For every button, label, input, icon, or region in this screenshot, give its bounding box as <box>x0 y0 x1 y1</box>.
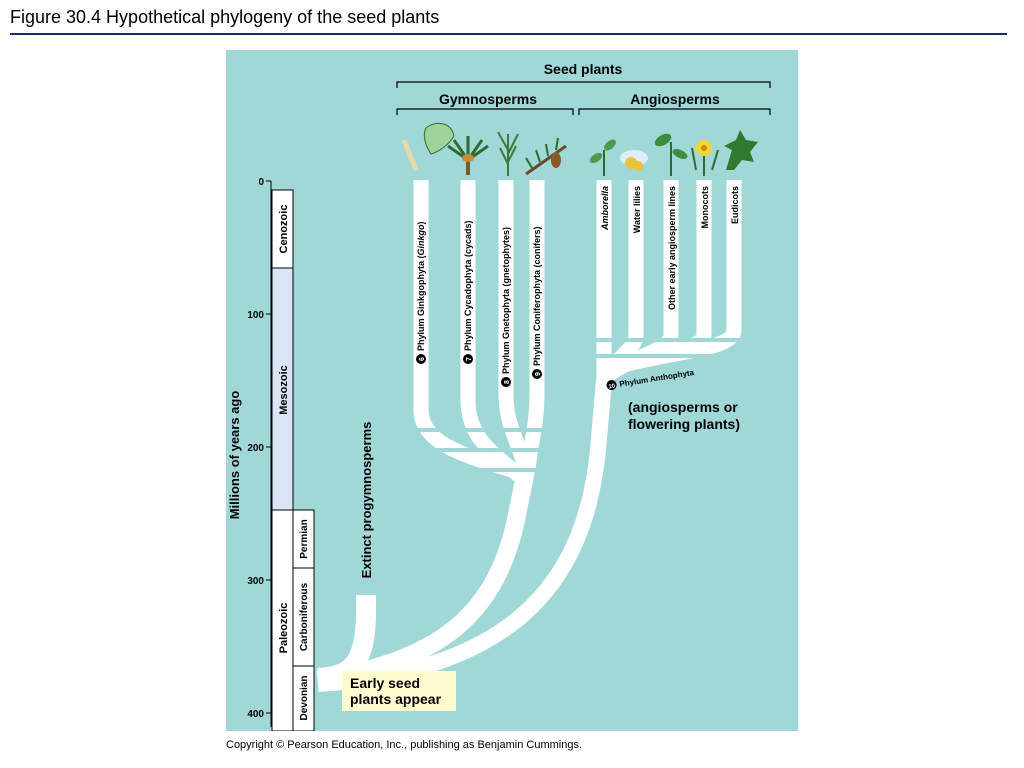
group-brackets <box>396 81 771 115</box>
phylum-gnetophyta-text: Phylum Gnetophyta (gnetophytes) <box>501 227 511 374</box>
branch-gap-marks <box>411 338 746 472</box>
ginkgo-leaf-icon <box>401 122 455 171</box>
angiosperm-shoot-icon <box>654 133 688 176</box>
flowering-note-line2: flowering plants) <box>628 416 740 432</box>
era-cenozoic-label: Cenozoic <box>278 205 290 254</box>
lineage-eudicots-label: Eudicots <box>730 186 740 224</box>
lineage-water-lilies-label: Water lilies <box>632 186 642 233</box>
tick-label-300: 300 <box>247 576 264 587</box>
time-scale: 0 100 200 300 400 Millions of years ago … <box>227 177 315 731</box>
tick-marks <box>266 180 271 714</box>
amborella-icon <box>589 139 616 176</box>
phylum-gnetophyta-number: 8 <box>504 380 511 384</box>
era-paleozoic-label: Paleozoic <box>278 603 290 654</box>
gnetophyte-icon <box>497 131 519 176</box>
tick-label-400: 400 <box>247 709 264 720</box>
branch-gymnosperm-trunk <box>316 468 535 689</box>
progymnosperms-label: Extinct progymnosperms <box>359 422 374 579</box>
tick-label-100: 100 <box>247 310 264 321</box>
phylum-anthophyta-number: 10 <box>608 383 616 390</box>
monocot-flower-icon <box>691 140 719 176</box>
phylum-coniferophyta-number: 9 <box>535 372 542 376</box>
cycad-icon <box>447 136 489 175</box>
tick-label-0: 0 <box>258 177 264 188</box>
phylum-ginkgophyta-label: 6 Phylum Ginkgophyta (Ginkgo) <box>416 221 426 364</box>
gymnosperms-bracket <box>396 108 574 115</box>
angiosperms-bracket <box>578 108 771 115</box>
copyright-notice: Copyright © Pearson Education, Inc., pub… <box>226 739 583 751</box>
period-devonian-box <box>292 665 315 731</box>
phylum-ginkgophyta-italic: Ginkgo <box>416 224 426 256</box>
period-devonian-label: Devonian <box>299 675 310 720</box>
seed-plants-bracket <box>396 81 771 88</box>
title-rule <box>10 33 1007 35</box>
angiosperm-lineage-labels: Amborella Water lilies Other early angio… <box>600 186 740 310</box>
svg-text:Phylum Ginkgophyta (Ginkgo): Phylum Ginkgophyta (Ginkgo) <box>416 221 426 351</box>
gymnosperms-label: Gymnosperms <box>439 91 537 107</box>
tick-label-200: 200 <box>247 443 264 454</box>
phylum-gnetophyta-label: 8 Phylum Gnetophyta (gnetophytes) <box>501 227 511 387</box>
early-seed-plants-callout <box>342 671 456 711</box>
phylum-ginkgophyta-tail: ) <box>416 221 426 224</box>
phylum-coniferophyta-label: 9 Phylum Coniferophyta (conifers) <box>532 226 542 379</box>
conifer-icon <box>525 137 567 176</box>
seed-plants-label: Seed plants <box>544 61 623 77</box>
gymnosperm-phylum-labels: 6 Phylum Ginkgophyta (Ginkgo) 7 Phylum C… <box>416 220 542 387</box>
callout-line2: plants appear <box>350 691 442 707</box>
angiosperms-label: Angiosperms <box>630 91 720 107</box>
phylum-ginkgophyta-number: 6 <box>419 357 426 361</box>
phylum-cycadophyta-text: Phylum Cycadophyta (cycads) <box>463 220 473 351</box>
flowering-note-line1: (angiosperms or <box>628 399 738 415</box>
phylum-coniferophyta-text: Phylum Coniferophyta (conifers) <box>532 226 542 366</box>
callout-line1: Early seed <box>350 675 420 691</box>
period-carboniferous-label: Carboniferous <box>299 582 310 651</box>
lineage-other-early-angiosperms-label: Other early angiosperm lines <box>667 186 677 310</box>
lineage-monocots-label: Monocots <box>700 186 710 229</box>
phylogeny-panel: 0 100 200 300 400 Millions of years ago … <box>226 50 798 731</box>
lineage-amborella-label: Amborella <box>600 186 610 231</box>
slide-title: Figure 30.4 Hypothetical phylogeny of th… <box>10 7 440 27</box>
period-permian-label: Permian <box>299 519 310 558</box>
axis-label: Millions of years ago <box>227 391 242 520</box>
phylum-anthophyta-text: Phylum Anthophyta <box>619 368 695 389</box>
phylum-cycadophyta-label: 7 Phylum Cycadophyta (cycads) <box>463 220 473 364</box>
era-mesozoic-label: Mesozoic <box>278 365 290 415</box>
eudicot-leaf-icon <box>724 130 758 170</box>
phylum-ginkgophyta-text: Phylum Ginkgophyta ( <box>416 255 426 351</box>
phylogeny-diagram: 0 100 200 300 400 Millions of years ago … <box>227 61 771 731</box>
branch-eudicots <box>609 180 742 376</box>
phylum-cycadophyta-number: 7 <box>466 357 473 361</box>
water-lily-icon <box>620 150 648 171</box>
